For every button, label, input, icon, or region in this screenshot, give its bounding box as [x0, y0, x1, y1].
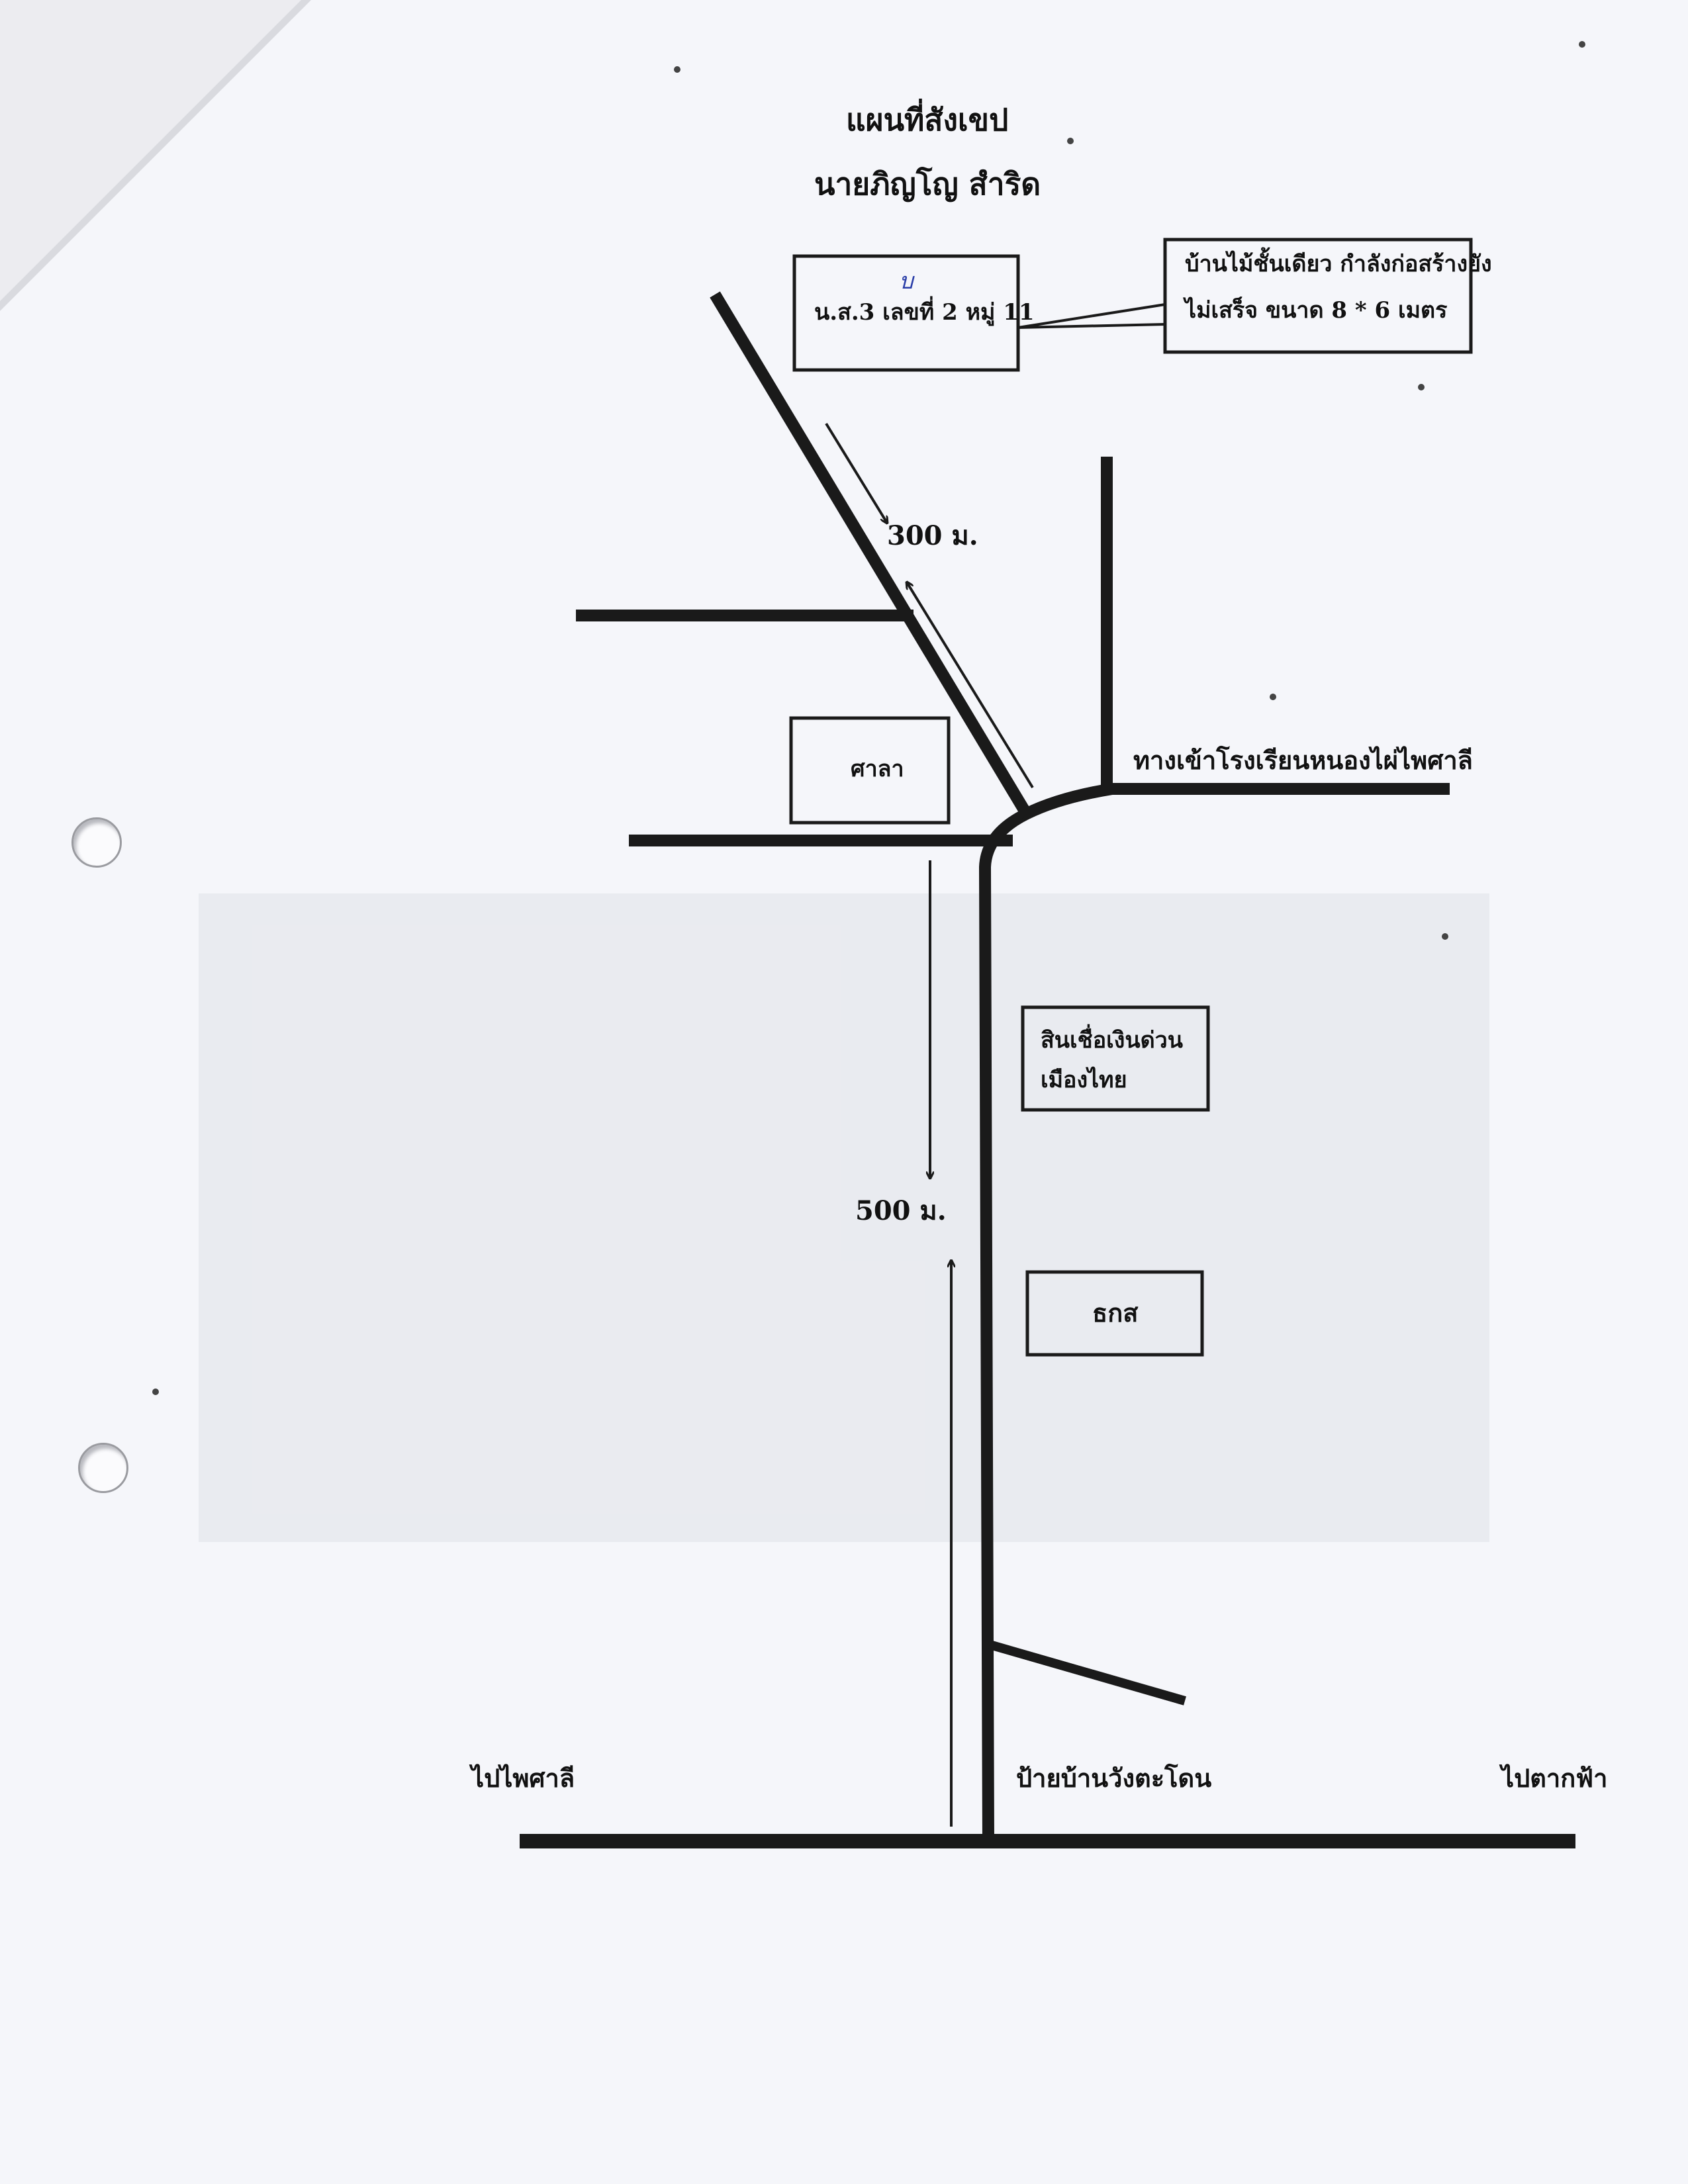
callout-line-2: ไม่เสร็จ ขนาด 8 * 6 เมตร [1185, 297, 1448, 324]
to-takfa-label: ไปตากฟ้า [1501, 1763, 1608, 1793]
callout-line-1: บ้านไม้ชั้นเดียว กำลังก่อสร้างยัง [1185, 251, 1492, 277]
credit-label-line-2: เมืองไทย [1041, 1067, 1127, 1093]
callout-pointer [1017, 303, 1166, 329]
school-entrance-label: ทางเข้าโรงเรียนหนองไผ่ไพศาลี [1133, 745, 1473, 775]
credit-label-line-1: สินเชื่อเงินด่วน [1041, 1027, 1183, 1054]
callout-box [1163, 238, 1473, 354]
credit-box [1021, 1005, 1210, 1112]
punch-hole-upper [71, 817, 122, 868]
bank-box [1025, 1270, 1204, 1357]
bleed-through-block [199, 893, 1489, 1542]
village-road [978, 783, 1450, 1842]
to-paisali-label: ไปไพศาลี [471, 1763, 575, 1793]
bank-label: ธกส [1092, 1298, 1139, 1328]
road-diagonal-to-parcel [710, 291, 1033, 819]
map-title: แผนที่สังเขป [846, 102, 1009, 138]
village-sign-label: ป้ายบ้านวังตะโดน [1016, 1763, 1212, 1793]
punch-hole-lower [78, 1443, 128, 1493]
arrow-upper-up [907, 582, 1034, 789]
speck [1579, 41, 1585, 48]
parcel-box [792, 254, 1020, 372]
sala-label: ศาลา [851, 756, 904, 782]
owner-name: นายภิญโญ สำริด [814, 166, 1041, 202]
speck [1270, 694, 1276, 700]
speck [674, 66, 680, 73]
distance-upper: 300 ม. [887, 520, 978, 551]
parcel-label: น.ส.3 เลขที่ 2 หมู่ 11 [814, 299, 1035, 326]
arrow-upper-down [825, 422, 887, 523]
road-spur [988, 1640, 1186, 1706]
speck [1418, 384, 1425, 390]
speck [152, 1388, 159, 1395]
speck [1442, 933, 1448, 940]
parcel-handwritten-mark: บ [899, 268, 914, 295]
sala-box [789, 716, 951, 825]
folded-corner-face [0, 0, 301, 301]
speck [1067, 138, 1074, 144]
distance-lower: 500 ม. [855, 1195, 947, 1226]
